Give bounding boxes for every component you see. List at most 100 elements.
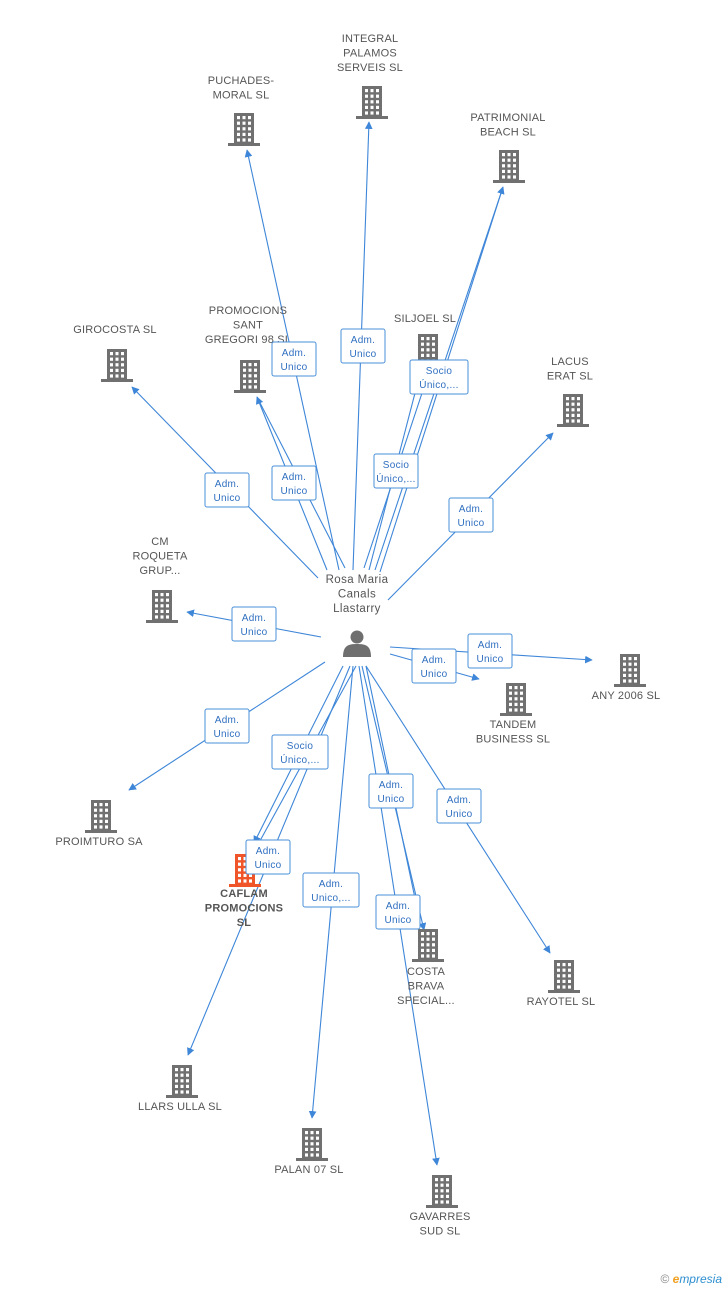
node-label-integral[interactable]: SERVEIS SL (337, 62, 403, 74)
building-icon-proimturo[interactable] (85, 800, 117, 833)
building-icon-costa-brava[interactable] (412, 929, 444, 962)
relation-proimturo[interactable]: Adm.Unico (204, 708, 250, 744)
relation-text: Adm. (386, 901, 411, 912)
relation-text: Unico (213, 493, 240, 504)
node-label-proimturo[interactable]: PROIMTURO SA (55, 836, 143, 848)
building-window (577, 413, 580, 417)
relation-siljoel-2[interactable]: SocioÚnico,... (409, 359, 469, 395)
relation-text: Adm. (351, 335, 376, 346)
building-icon-cm-roqueta[interactable] (146, 590, 178, 623)
node-label-cm-roqueta[interactable]: GRUP... (140, 565, 181, 577)
node-label-promocions-sant[interactable]: GREGORI 98 SL (205, 334, 291, 346)
building-icon-patrimonial[interactable] (493, 150, 525, 183)
relation-text: Adm. (459, 504, 484, 515)
building-icon-rayotel[interactable] (548, 960, 580, 993)
building-icon-integral[interactable] (356, 86, 388, 119)
building-icon-girocosta[interactable] (101, 349, 133, 382)
person-name-label[interactable]: Rosa Maria (326, 574, 389, 586)
building-window (155, 604, 158, 608)
relation-box (340, 328, 386, 364)
relation-palan[interactable]: Adm.Unico,... (302, 872, 360, 908)
node-label-lacus[interactable]: ERAT SL (547, 371, 593, 383)
node-label-girocosta[interactable]: GIROCOSTA SL (73, 324, 157, 336)
relation-text: Unico (254, 860, 281, 871)
node-label-tandem[interactable]: BUSINESS SL (476, 734, 550, 746)
person-name-label[interactable]: Llastarry (333, 603, 381, 615)
building-icon-tandem[interactable] (500, 683, 532, 716)
building-window (160, 609, 164, 613)
building-icon-any2006[interactable] (614, 654, 646, 687)
building-window (435, 1189, 438, 1193)
building-window (520, 708, 523, 712)
node-label-rayotel[interactable]: RAYOTEL SL (527, 996, 596, 1008)
node-label-integral[interactable]: PALAMOS (343, 48, 397, 60)
relation-lacus[interactable]: Adm.Unico (448, 497, 494, 533)
building-window (248, 121, 251, 125)
node-label-puchades[interactable]: PUCHADES- (208, 75, 275, 87)
relation-box (375, 894, 421, 930)
building-icon-gavarres[interactable] (426, 1175, 458, 1208)
relation-cm-roqueta[interactable]: Adm.Unico (231, 606, 277, 642)
node-label-integral[interactable]: INTEGRAL (342, 33, 399, 45)
building-window (94, 819, 97, 823)
node-label-any2006[interactable]: ANY 2006 SL (592, 690, 661, 702)
building-icon-puchades[interactable] (228, 113, 260, 146)
relation-siljoel[interactable]: SocioÚnico,... (373, 453, 419, 489)
node-label-gavarres[interactable]: SUD SL (420, 1226, 461, 1238)
building-icon-promocions-sant[interactable] (234, 360, 266, 393)
building-window (566, 413, 569, 417)
relation-any2006[interactable]: Adm.Unico (467, 633, 513, 669)
node-label-promocions-sant[interactable]: PROMOCIONS (209, 305, 287, 317)
building-window (432, 337, 435, 341)
building-window (115, 368, 119, 372)
node-label-costa-brava[interactable]: COSTA (407, 966, 446, 978)
building-window (566, 397, 569, 401)
node-label-costa-brava[interactable]: BRAVA (408, 981, 445, 993)
relation-llars[interactable]: Adm.Unico (245, 839, 291, 875)
building-window (310, 1131, 314, 1135)
building-window (376, 100, 379, 104)
node-label-caflam[interactable]: PROMOCIONS (205, 903, 283, 915)
building-window (110, 352, 113, 356)
relation-tandem[interactable]: Adm.Unico (411, 648, 457, 684)
node-label-gavarres[interactable]: GAVARRES (409, 1211, 470, 1223)
empresia-logo[interactable]: empresia (672, 1272, 722, 1286)
node-label-llars[interactable]: LLARS ULLA SL (138, 1101, 222, 1113)
relation-costa-brava[interactable]: Adm.Unico (368, 773, 414, 809)
building-window (310, 1147, 314, 1151)
relation-girocosta[interactable]: Adm.Unico (204, 472, 250, 508)
node-label-patrimonial[interactable]: BEACH SL (480, 127, 536, 139)
relation-puchades[interactable]: Adm.Unico (271, 341, 317, 377)
node-label-caflam[interactable]: SL (237, 917, 252, 929)
building-window (514, 691, 518, 695)
building-icon-lacus[interactable] (557, 394, 589, 427)
copyright-footer: © empresia (660, 1272, 722, 1286)
node-label-palan[interactable]: PALAN 07 SL (274, 1164, 343, 1176)
node-label-puchades[interactable]: MORAL SL (213, 90, 270, 102)
node-label-cm-roqueta[interactable]: CM (151, 536, 169, 548)
relation-caflam[interactable]: SocioÚnico,... (271, 734, 329, 770)
building-icon-llars[interactable] (166, 1065, 198, 1098)
node-label-tandem[interactable]: TANDEM (490, 719, 537, 731)
node-label-lacus[interactable]: LACUS (551, 356, 589, 368)
relation-integral[interactable]: Adm.Unico (340, 328, 386, 364)
relation-gavarres[interactable]: Adm.Unico (375, 894, 421, 930)
building-window (121, 352, 124, 356)
relation-patrimonial[interactable]: Adm. Unico (0, 0, 27, 3)
node-label-caflam[interactable]: CAFLAM (220, 888, 268, 900)
person-name-label[interactable]: Canals (338, 589, 376, 601)
building-base (229, 884, 261, 887)
node-label-costa-brava[interactable]: SPECIAL... (397, 995, 455, 1007)
node-label-siljoel[interactable]: SILJOEL SL (394, 313, 456, 325)
person-icon[interactable] (343, 630, 371, 658)
building-window (376, 111, 379, 115)
building-window (248, 385, 252, 389)
node-label-promocions-sant[interactable]: SANT (233, 320, 263, 332)
building-icon-palan[interactable] (296, 1128, 328, 1161)
node-label-patrimonial[interactable]: PATRIMONIAL (470, 112, 545, 124)
node-label-cm-roqueta[interactable]: ROQUETA (133, 551, 188, 563)
building-window (432, 943, 435, 947)
relation-promocions-sant[interactable]: Adm.Unico (271, 465, 317, 501)
relation-rayotel[interactable]: Adm.Unico (436, 788, 482, 824)
